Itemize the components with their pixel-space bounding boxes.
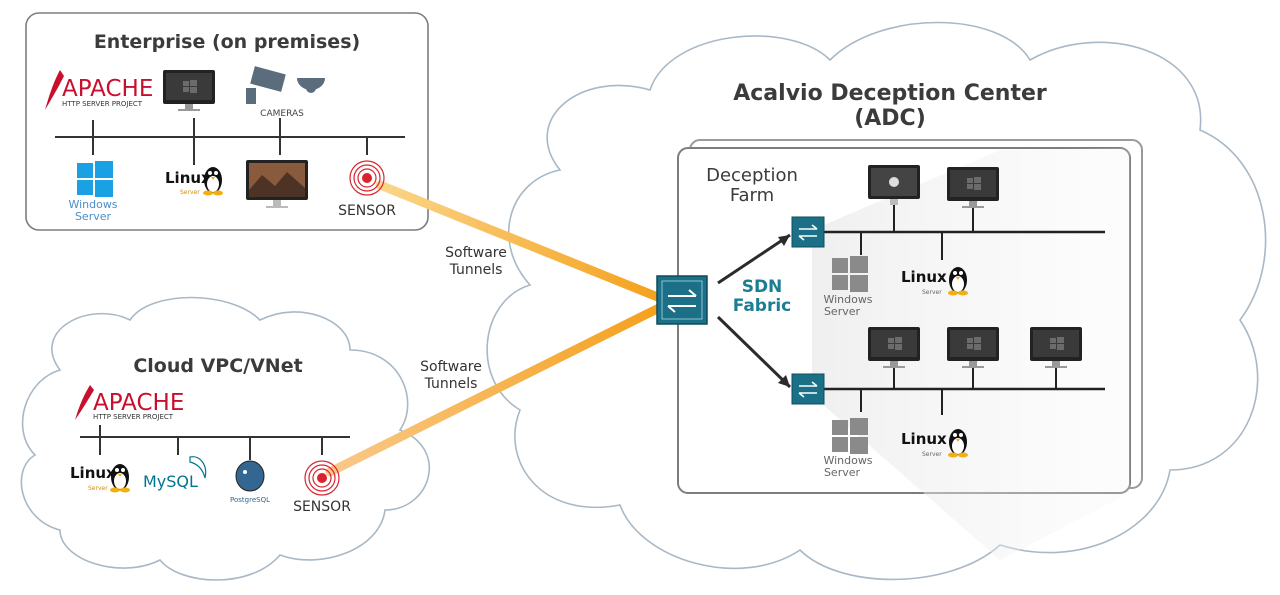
farm-windows-2-label-2: Server <box>824 466 861 479</box>
mac-icon <box>246 160 308 208</box>
farm-windows-2-label-1: Windows <box>823 454 872 467</box>
apache-brand: APACHE <box>62 76 153 102</box>
main-switch-icon <box>656 275 708 325</box>
tunnel-top <box>375 180 670 305</box>
adc-title-2: (ADC) <box>854 106 926 131</box>
tunnel-bottom <box>325 300 670 477</box>
top-switch-icon <box>791 216 825 248</box>
cloud-apache-brand: APACHE <box>93 390 184 416</box>
bottom-switch-icon <box>791 373 825 405</box>
farm-windows-1-label-1: Windows <box>823 293 872 306</box>
tunnel-bottom-label-2: Tunnels <box>424 376 478 392</box>
windows-label-1: Windows <box>68 198 117 211</box>
cloud-linux-label: Linux <box>70 464 116 482</box>
farm-windows-1-label-2: Server <box>824 305 861 318</box>
enterprise-sensor-label: SENSOR <box>338 203 396 219</box>
tunnel-top-label-2: Tunnels <box>449 262 503 278</box>
enterprise-title: Enterprise (on premises) <box>94 31 360 53</box>
farm-title-1: Deception <box>706 165 798 186</box>
farm-linux-1: Linux <box>901 268 947 286</box>
farm-linux-2: Linux <box>901 430 947 448</box>
cloud-sensor-label: SENSOR <box>293 499 351 515</box>
cloud-apache-sub: HTTP SERVER PROJECT <box>93 413 174 421</box>
mysql-label: MySQL <box>143 472 198 491</box>
postgres-icon <box>235 460 265 492</box>
cameras-label: CAMERAS <box>260 109 304 119</box>
tunnel-top-label-1: Software <box>445 245 507 261</box>
cameras-icon <box>246 66 325 104</box>
farm-title-2: Farm <box>730 185 774 206</box>
cloud-linux-sub: Server <box>88 485 108 492</box>
postgres-label: PostgreSQL <box>230 496 270 504</box>
farm-linux-1-sub: Server <box>922 289 942 296</box>
mysql-dolphin-icon <box>189 456 207 479</box>
cloud-apache-feather-icon <box>75 385 94 420</box>
cloud-vpc-cloud <box>20 296 430 581</box>
farm-linux-2-sub: Server <box>922 451 942 458</box>
windows-label-2: Server <box>75 210 112 223</box>
adc-title-1: Acalvio Deception Center <box>733 81 1047 106</box>
enterprise-box <box>25 12 429 231</box>
apache-feather-icon <box>45 70 64 110</box>
sdn-label-1: SDN <box>742 277 783 297</box>
apache-sub: HTTP SERVER PROJECT <box>62 100 143 108</box>
linux-label: Linux <box>165 169 211 187</box>
cloud-title: Cloud VPC/VNet <box>133 355 302 377</box>
tunnel-bottom-label-1: Software <box>420 359 482 375</box>
linux-sub: Server <box>180 189 200 196</box>
farm-mac-icon <box>868 165 920 205</box>
sdn-label-2: Fabric <box>733 296 792 316</box>
